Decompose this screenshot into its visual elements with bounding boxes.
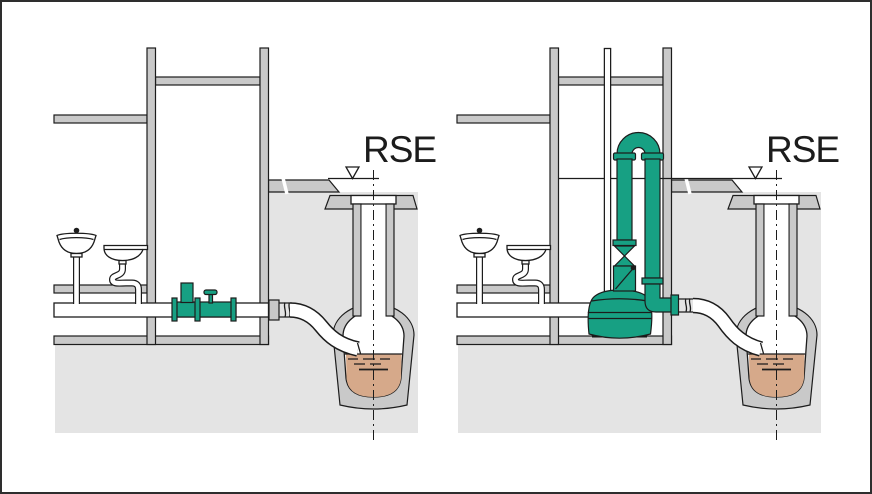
backflow-loop-bend <box>616 131 661 155</box>
pedestal-basin <box>56 232 97 255</box>
floor-slab <box>53 335 270 346</box>
down-leg-flange <box>641 277 664 285</box>
pump-shoulder-line <box>591 298 648 302</box>
pedestal-basin-rim <box>59 236 94 241</box>
wall-basin <box>506 244 552 262</box>
sewer-connection-pipe <box>289 303 360 356</box>
loop-down-leg <box>644 158 661 279</box>
valve-flange <box>230 297 237 322</box>
water-dashes <box>348 358 390 365</box>
water-level-marker-icon <box>344 166 361 180</box>
pipe-break-marks <box>283 302 291 318</box>
loop-outlet-elbow <box>644 283 673 313</box>
backflow-valve-body <box>172 301 237 318</box>
panel-right: RSE <box>456 47 840 442</box>
valve-handle-cap <box>203 289 218 296</box>
water-level-marker-icon <box>747 166 764 180</box>
earth <box>458 192 821 433</box>
center-wall <box>549 47 560 346</box>
ceiling-slab <box>154 76 261 86</box>
pedestal-basin-rim <box>462 236 497 241</box>
rse-label: RSE <box>363 129 436 170</box>
wall-basin <box>103 244 149 262</box>
faucet-dot <box>476 227 483 234</box>
upper-floor-band <box>53 114 148 124</box>
pipe-mouth <box>356 342 362 354</box>
check-valve-flap <box>615 267 634 290</box>
street-break-mark <box>684 177 692 195</box>
check-valve-pivot <box>630 265 636 271</box>
gate-valve-lower <box>613 255 636 267</box>
right-wall <box>662 47 673 346</box>
earth <box>55 192 418 433</box>
shaft-wall-right <box>788 203 798 317</box>
shaft-wall-left <box>352 203 362 317</box>
center-wall <box>146 47 157 346</box>
faucet-dot <box>73 227 80 234</box>
pedestal-foot <box>70 252 83 258</box>
rse-label: RSE <box>766 129 839 170</box>
right-wall <box>259 47 270 346</box>
valve-access-riser <box>180 282 194 304</box>
valve-flange <box>194 297 201 322</box>
pump-ridge-lines <box>587 311 652 320</box>
riser-flange <box>612 239 637 247</box>
s-trap <box>513 262 544 304</box>
s-trap <box>110 262 141 304</box>
valve-handle-stem <box>208 293 214 304</box>
shaft-wall-right <box>385 203 395 317</box>
wall-flange <box>670 294 680 316</box>
pedestal-basin <box>459 232 500 255</box>
street-surface <box>267 179 341 193</box>
shaft-wall-left <box>755 203 765 317</box>
valve-flange <box>171 297 178 322</box>
wall-sleeve <box>268 299 280 321</box>
pipe-mouth <box>759 342 765 354</box>
sewer-connection-pipe <box>692 299 763 356</box>
pipe-break-marks <box>684 298 692 312</box>
pedestal-foot <box>473 252 486 258</box>
panel-left: RSE <box>53 47 437 442</box>
upper-floor-band <box>456 114 551 124</box>
sewage-pump <box>587 289 653 339</box>
water-dashes <box>751 358 793 365</box>
drain-pipe <box>456 302 593 318</box>
gate-valve-upper <box>613 245 636 257</box>
street-surface <box>670 179 744 193</box>
street-break-mark <box>281 177 289 195</box>
loop-riser-leg <box>616 158 633 241</box>
